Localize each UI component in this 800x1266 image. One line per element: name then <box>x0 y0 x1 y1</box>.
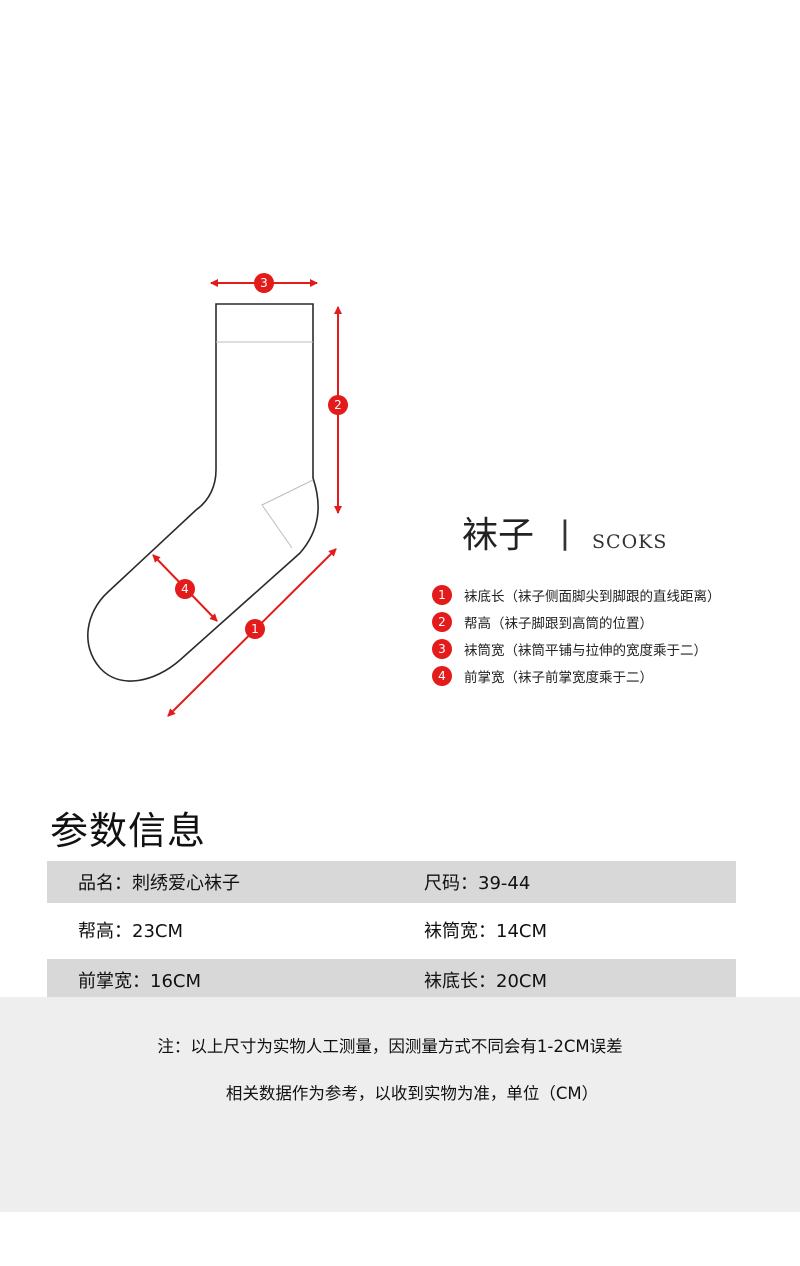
marker-label: 1 <box>251 622 259 636</box>
legend-text: 袜底长（袜子侧面脚尖到脚跟的直线距离） <box>464 588 721 605</box>
marker-badge-3: 3 <box>254 273 274 293</box>
param-row: 前掌宽：16CM 袜底长：20CM <box>47 959 736 1001</box>
product-title-en: SCOKS <box>592 531 668 553</box>
param-forefoot-width: 前掌宽：16CM <box>78 971 202 992</box>
sock-outline <box>87 303 319 682</box>
params-section-title: 参数信息 <box>50 809 207 853</box>
param-product-name: 品名：刺绣爱心袜子 <box>78 873 240 894</box>
param-leg-height: 帮高：23CM <box>78 921 184 942</box>
sock-heel-line <box>261 479 314 549</box>
param-sole-length: 袜底长：20CM <box>424 971 548 992</box>
legend-item: 3 袜筒宽（袜筒平铺与拉伸的宽度乘于二） <box>432 635 721 662</box>
sock-size-diagram: 3 2 4 1 <box>87 273 348 717</box>
legend-text: 前掌宽（袜子前掌宽度乘于二） <box>464 669 653 686</box>
note-line-1: 注：以上尺寸为实物人工测量，因测量方式不同会有1-2CM误差 <box>157 1037 623 1056</box>
product-title: 袜子 丨 SCOKS <box>462 508 668 557</box>
marker-label: 2 <box>334 398 342 412</box>
legend-text: 袜筒宽（袜筒平铺与拉伸的宽度乘于二） <box>464 642 707 659</box>
legend-item: 4 前掌宽（袜子前掌宽度乘于二） <box>432 662 721 689</box>
marker-badge-4: 4 <box>175 579 195 599</box>
legend-badge: 2 <box>432 611 452 632</box>
param-row: 帮高：23CM 袜筒宽：14CM <box>47 909 736 951</box>
marker-label: 3 <box>260 276 268 290</box>
product-title-cn: 袜子 <box>462 515 535 556</box>
measurement-legend: 1 袜底长（袜子侧面脚尖到脚跟的直线距离） 2 帮高（袜子脚跟到高筒的位置） 3… <box>432 581 721 689</box>
param-size: 尺码：39-44 <box>424 873 531 894</box>
product-title-separator: 丨 <box>548 517 583 557</box>
legend-item: 2 帮高（袜子脚跟到高筒的位置） <box>432 608 721 635</box>
marker-label: 4 <box>181 582 189 596</box>
measurement-note-box: 注：以上尺寸为实物人工测量，因测量方式不同会有1-2CM误差 相关数据作为参考，… <box>0 997 800 1212</box>
note-line-2: 相关数据作为参考，以收到实物为准，单位（CM） <box>225 1084 599 1103</box>
legend-badge: 1 <box>432 584 452 605</box>
legend-text: 帮高（袜子脚跟到高筒的位置） <box>464 615 653 632</box>
legend-badge: 4 <box>432 665 452 686</box>
param-cuff-width: 袜筒宽：14CM <box>424 921 548 942</box>
legend-item: 1 袜底长（袜子侧面脚尖到脚跟的直线距离） <box>432 581 721 608</box>
param-row: 品名：刺绣爱心袜子 尺码：39-44 <box>47 861 736 903</box>
legend-badge: 3 <box>432 638 452 659</box>
marker-badge-2: 2 <box>328 395 348 415</box>
marker-badge-1: 1 <box>245 619 265 639</box>
